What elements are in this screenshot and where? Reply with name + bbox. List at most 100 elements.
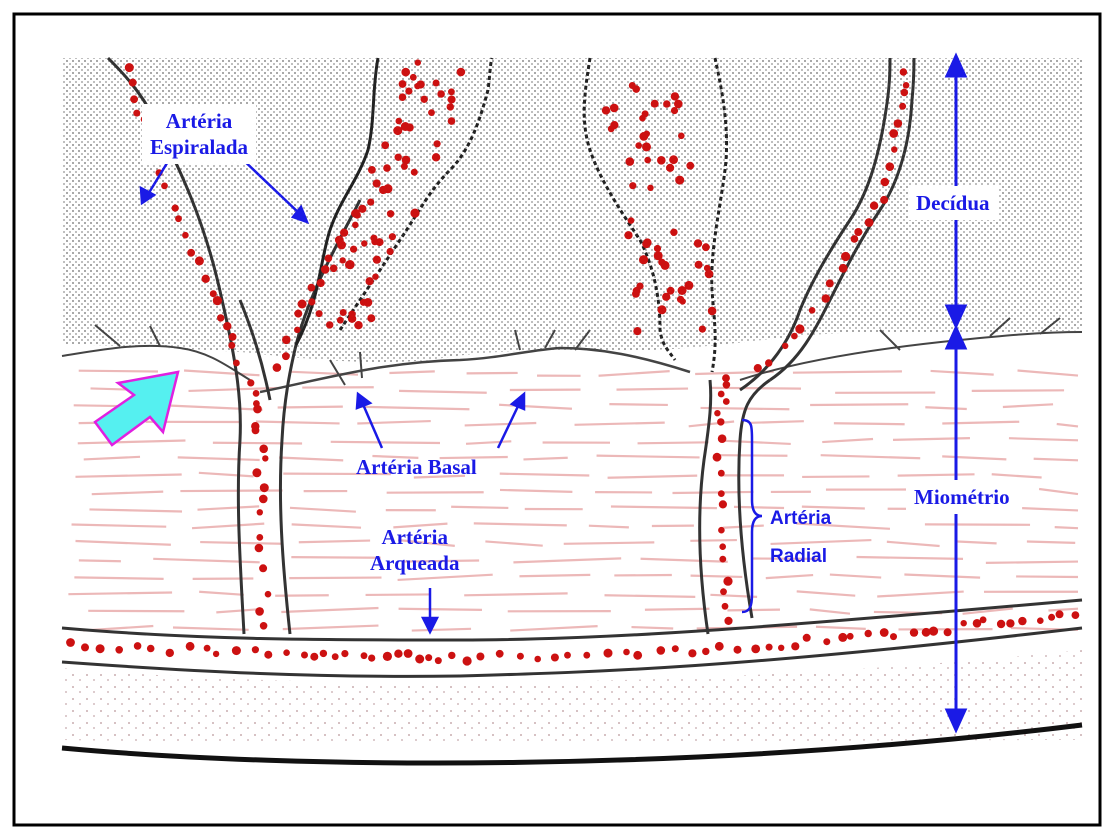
blood-cell (399, 80, 407, 88)
myometrium-fiber (466, 441, 511, 444)
blood-cell (255, 607, 264, 616)
blood-cell (778, 645, 784, 651)
blood-cell (457, 68, 466, 77)
blood-cell (415, 59, 421, 65)
blood-cell (432, 153, 440, 161)
blood-cell (628, 217, 635, 224)
blood-cell (320, 650, 327, 657)
blood-cell (405, 88, 412, 95)
myometrium-fiber (412, 629, 471, 631)
blood-cell (723, 381, 731, 389)
myometrium-fiber (74, 577, 163, 579)
blood-cell (654, 245, 661, 252)
myometrium-fiber (608, 476, 698, 478)
blood-cell (195, 256, 204, 265)
blood-cell (671, 107, 678, 114)
myometrium-fiber (955, 541, 997, 543)
blood-cell (175, 215, 182, 222)
blood-cell (678, 133, 685, 140)
myometrium-fiber (575, 423, 665, 425)
blood-cell (623, 649, 630, 656)
label-radial-line-2: Radial (770, 538, 831, 576)
lower-speckled-zone (62, 650, 1082, 742)
blood-cell (642, 240, 650, 248)
myometrium-fiber (810, 404, 908, 405)
blood-cell (720, 588, 727, 595)
blood-cell (260, 483, 269, 492)
blood-cell (448, 96, 456, 104)
blood-cell (433, 80, 440, 87)
blood-cell (657, 646, 666, 655)
blood-cell (298, 300, 307, 309)
blood-cell (865, 218, 874, 227)
blood-cell (232, 646, 241, 655)
blood-cell (695, 261, 703, 269)
blood-cell (657, 156, 666, 165)
blood-cell (686, 162, 694, 170)
blood-cell (265, 591, 272, 598)
blood-cell (383, 652, 392, 661)
blood-cell (910, 628, 918, 636)
blood-cell (273, 363, 282, 372)
label-decidua: Decídua (908, 186, 998, 220)
blood-cell (708, 307, 717, 316)
blood-cell (718, 434, 727, 443)
blood-cell (694, 239, 702, 247)
myometrium-fiber (589, 526, 629, 528)
blood-cell (387, 248, 394, 255)
blood-cell (247, 379, 254, 386)
blood-cell (125, 63, 134, 72)
blood-cell (282, 352, 290, 360)
myometrium-fiber (834, 423, 905, 424)
blood-cell (253, 400, 260, 407)
myometrium-fiber (464, 593, 567, 595)
blood-cell (658, 259, 665, 266)
blood-cell (734, 646, 742, 654)
blood-cell (283, 649, 290, 656)
blood-cell (421, 96, 428, 103)
blood-cell (259, 564, 267, 572)
myometrium-fiber (72, 525, 167, 527)
blood-cell (161, 183, 168, 190)
blood-cell (1072, 611, 1080, 619)
myometrium-fiber (972, 390, 1064, 391)
blood-cell (317, 279, 325, 287)
blood-cell (115, 646, 123, 654)
blood-cell (564, 652, 571, 659)
myometrium-fiber (725, 441, 791, 444)
blood-cell (718, 470, 725, 477)
blood-cell (396, 118, 403, 125)
myometrium-fiber (513, 558, 621, 562)
label-arqueada-line-2: Arqueada (370, 550, 459, 576)
myometrium-fiber (213, 443, 302, 444)
blood-cell (255, 544, 264, 553)
myometrium-fiber (631, 627, 673, 628)
blood-cell (642, 110, 649, 117)
blood-cell (551, 654, 559, 662)
blood-cell (448, 88, 455, 95)
blood-cell (251, 422, 259, 430)
myometrium-fiber (523, 458, 567, 460)
blood-cell (886, 162, 895, 171)
blood-cell (795, 324, 804, 333)
blood-cell (381, 141, 389, 149)
blood-cell (425, 654, 432, 661)
blood-cell (223, 322, 231, 330)
blood-cell (517, 653, 524, 660)
myometrium-fiber (281, 608, 378, 612)
myometrium-fiber (709, 388, 801, 389)
myometrium-fiber (76, 541, 171, 545)
blood-cell (633, 327, 641, 335)
blood-cell (350, 246, 357, 253)
blood-cell (847, 633, 854, 640)
blood-cell (316, 310, 323, 317)
blood-cell (663, 100, 670, 107)
label-espiralada-line-1: Artéria (150, 108, 248, 134)
blood-cell (715, 642, 724, 651)
blood-cell (610, 104, 619, 113)
myometrium-fiber (710, 595, 757, 597)
myometrium-fiber (822, 439, 873, 442)
myometrium-fiber (893, 438, 970, 440)
blood-cell (134, 642, 142, 650)
myometrium-fiber (1022, 508, 1078, 510)
